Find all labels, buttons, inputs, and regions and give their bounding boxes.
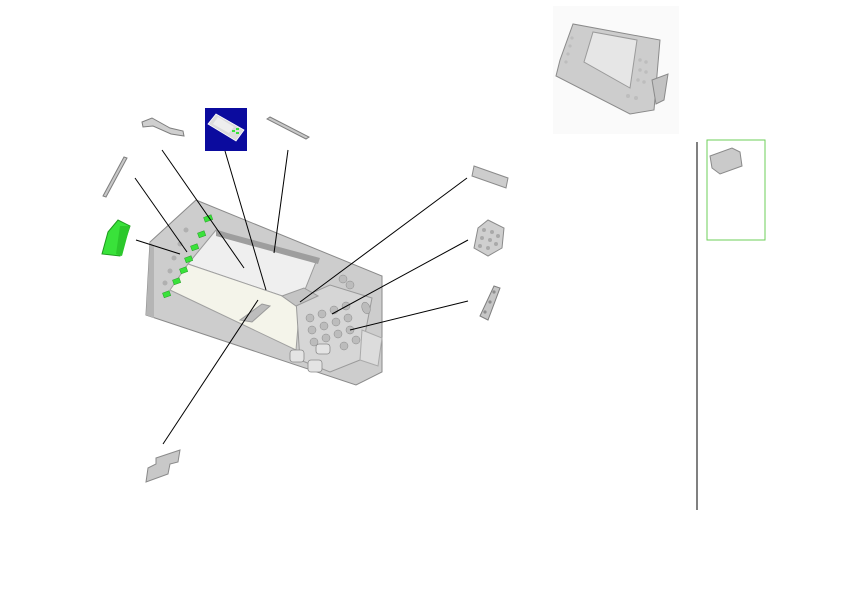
- assembled-panel-thumbnail[interactable]: [553, 6, 679, 134]
- flex-cable[interactable]: [145, 449, 181, 483]
- window-insert-block[interactable]: [238, 287, 320, 323]
- lcd-display-module[interactable]: [205, 108, 247, 151]
- switch-board[interactable]: [479, 285, 501, 321]
- stylus-holder-bracket[interactable]: [141, 117, 185, 137]
- cover-detail-inset[interactable]: [706, 139, 766, 241]
- stylus-pen[interactable]: [266, 116, 310, 140]
- led-board[interactable]: [101, 219, 131, 257]
- keypad-rubber[interactable]: [473, 219, 505, 257]
- panel-frame[interactable]: [145, 199, 383, 386]
- top-cover-pad[interactable]: [471, 165, 509, 189]
- leader-lines: [134, 149, 469, 445]
- thin-rod[interactable]: [102, 156, 128, 198]
